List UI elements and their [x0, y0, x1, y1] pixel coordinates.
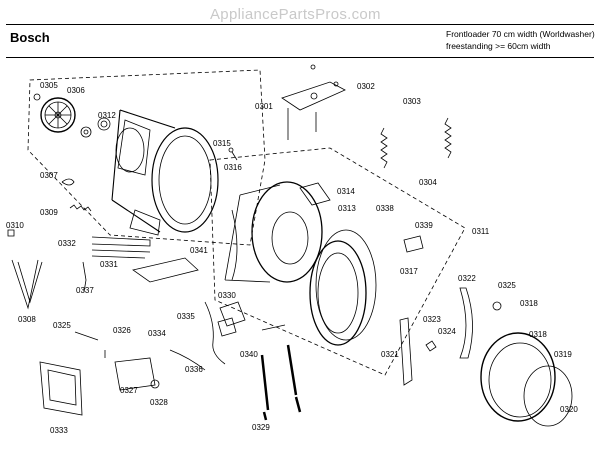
- knob-part: [492, 301, 502, 311]
- rear-tub-part: [111, 109, 219, 236]
- fixing-block-part: [219, 301, 246, 327]
- part-label-0325: 0325: [53, 321, 71, 330]
- part-label-0307: 0307: [40, 171, 58, 180]
- sensor-part: [82, 261, 87, 293]
- part-label-0328: 0328: [150, 398, 168, 407]
- part-label-0303: 0303: [403, 97, 421, 106]
- part-label-0313: 0313: [338, 204, 356, 213]
- part-label-0340: 0340: [240, 350, 258, 359]
- hose-part: [204, 301, 226, 365]
- cap-part: [150, 379, 160, 389]
- part-label-0324: 0324: [438, 327, 456, 336]
- tub-front-group-outline: [209, 147, 466, 376]
- part-label-0319: 0319: [554, 350, 572, 359]
- door-ring-part: [480, 332, 556, 422]
- part-label-0323: 0323: [423, 315, 441, 324]
- part-label-0324-b: 0318: [520, 299, 538, 308]
- front-tub-part: [309, 229, 377, 346]
- pulley-bolt-part: [33, 93, 41, 101]
- part-label-0321: 0321: [381, 350, 399, 359]
- part-label-0332: 0332: [58, 239, 76, 248]
- tub-spring-left-part: [380, 127, 388, 169]
- door-seal-part: [523, 365, 573, 427]
- part-label-0318: 0318: [529, 330, 547, 339]
- brand-title: Bosch: [10, 30, 50, 45]
- part-label-0314: 0314: [337, 187, 355, 196]
- part-label-0304: 0304: [419, 178, 437, 187]
- shock-absorber-part: [260, 354, 270, 421]
- door-glass-part: [488, 342, 552, 418]
- drum-part: [224, 181, 323, 283]
- part-label-0312: 0312: [98, 111, 116, 120]
- tub-clamp-part: [403, 235, 424, 253]
- part-label-0334: 0334: [148, 329, 166, 338]
- part-label-0339: 0339: [415, 221, 433, 230]
- part-label-0326: 0326: [113, 326, 131, 335]
- part-label-0306: 0306: [67, 86, 85, 95]
- part-label-0302: 0302: [357, 82, 375, 91]
- door-hinge-part: [399, 317, 413, 386]
- part-label-0338: 0338: [376, 204, 394, 213]
- shock-absorber-part: [286, 344, 302, 413]
- tub-rear-group-outline: [27, 69, 266, 246]
- header-top-rule: [6, 24, 594, 25]
- hose-part: [169, 349, 206, 371]
- model-description-line-2: freestanding >= 60cm width: [446, 41, 551, 51]
- part-label-0317: 0317: [400, 267, 418, 276]
- part-label-0310: 0310: [6, 221, 24, 230]
- part-label-0327: 0327: [120, 386, 138, 395]
- part-label-0311: 0311: [472, 227, 490, 236]
- spring-part: [69, 204, 92, 212]
- part-label-0333: 0333: [50, 426, 68, 435]
- heater-plate-part: [132, 257, 199, 283]
- tub-spring-right-part: [444, 117, 452, 159]
- part-label-0305: 0305: [40, 81, 58, 90]
- watermark: AppliancePartsPros.com: [210, 6, 381, 23]
- part-label-0308: 0308: [18, 315, 36, 324]
- drum-paddle-part: [299, 182, 331, 206]
- drive-pulley-part: [40, 97, 76, 133]
- door-catch-part: [459, 287, 473, 359]
- header-bottom-rule: [6, 57, 594, 58]
- pump-part: [114, 357, 156, 391]
- part-label-0301: 0301: [255, 102, 273, 111]
- part-label-0341: 0341: [190, 246, 208, 255]
- wire-loop-part: [11, 259, 43, 310]
- bearing-part: [97, 117, 111, 131]
- bearing-part: [80, 126, 92, 138]
- part-label-0337: 0337: [76, 286, 94, 295]
- part-label-0335: 0335: [177, 312, 195, 321]
- clip-part: [7, 229, 15, 237]
- part-label-0331: 0331: [100, 260, 118, 269]
- part-label-0320: 0320: [560, 405, 578, 414]
- clip-part: [61, 178, 75, 186]
- part-label-0316: 0316: [224, 163, 242, 172]
- model-description-line-1: Frontloader 70 cm width (Worldwasher): [446, 29, 595, 39]
- part-label-0336: 0336: [185, 365, 203, 374]
- part-label-0315: 0315: [213, 139, 231, 148]
- part-label-0329: 0329: [252, 423, 270, 432]
- screw-part: [231, 151, 238, 161]
- heating-element-part: [91, 236, 151, 259]
- control-board-part: [39, 361, 83, 416]
- part-label-0309: 0309: [40, 208, 58, 217]
- weight-bracket-part: [281, 81, 346, 111]
- latch-part: [425, 340, 437, 352]
- connector-part: [74, 331, 99, 341]
- part-label-0325-b: 0325: [498, 281, 516, 290]
- part-label-0322: 0322: [458, 274, 476, 283]
- part-label-0330: 0330: [218, 291, 236, 300]
